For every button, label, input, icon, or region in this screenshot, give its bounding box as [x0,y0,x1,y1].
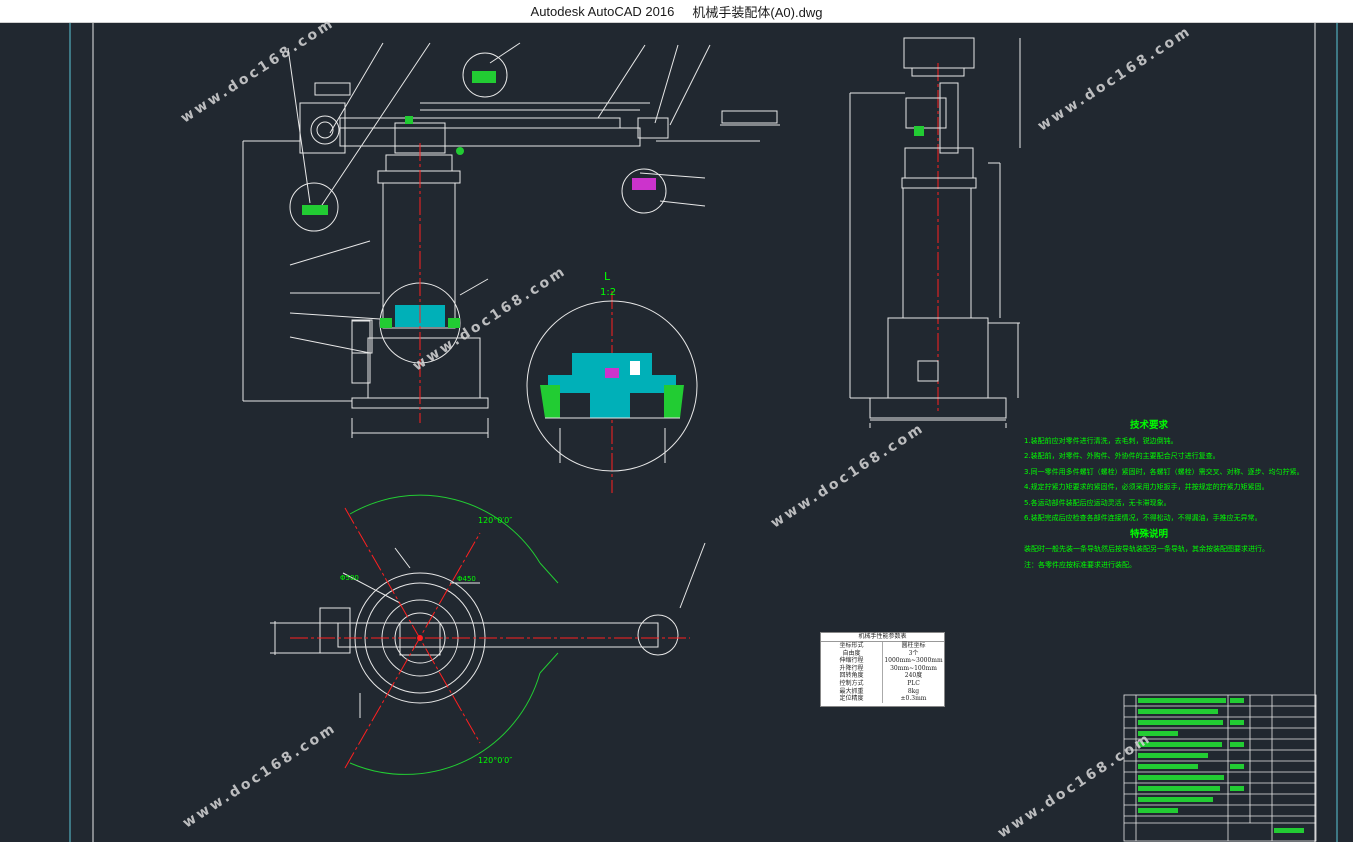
tech-item: 2.装配前，对零件、外购件、外协件的主要配合尺寸进行复查。 [1024,452,1220,460]
dim-phi-500: Φ500 [340,574,359,582]
table-cell: 定位精度 [821,695,883,703]
table-title: 机械手性能参数表 [821,633,944,642]
tech-item: 5.各运动部件装配后应运动灵活，无卡滞现象。 [1024,498,1171,507]
table-cell: 伸缩行程 [821,657,883,665]
tech-item: 1.装配前应对零件进行清洗，去毛刺，锐边倒钝。 [1024,436,1178,445]
bom-table [1123,694,1317,842]
table-cell: 最大抓重 [821,687,883,696]
table-cell: 控制方式 [821,679,883,688]
table-cell: 8kg [907,687,920,695]
section-scale: 1:2 [600,287,616,298]
cad-drawing: L 1:2 [69,23,1338,842]
table-cell: 坐标形式 [821,642,883,650]
section-detail-L [526,300,698,472]
table-row: 回转角度 240度 [821,672,944,680]
tech-item: 4.规定拧紧力矩要求的紧固件，必须采用力矩扳手，并按规定的拧紧力矩紧固。 [1024,483,1269,491]
tech-title: 技术要求 [1129,420,1168,431]
drawing-canvas[interactable]: L 1:2 [0,15,1353,842]
app-title: Autodesk AutoCAD 2016 [530,3,675,19]
tech-item: 6.装配完成后应检查各部件连接情况，不得松动，不得漏油，手推应无异常。 [1024,514,1262,522]
technical-requirements: 技术要求 1.装配前应对零件进行清洗，去毛刺，锐边倒钝。 2.装配前，对零件、外… [1024,418,1304,573]
dim-phi-450: Φ450 [457,575,476,583]
table-row: 定位精度 ±0.3mm [821,695,944,703]
file-name: 机械手装配体(A0).dwg [692,4,823,20]
front-view [242,42,780,438]
angle-bottom: 120°0′0″ [478,756,512,765]
special-item: 装配时一般先装一条导轨然后按导轨装配另一条导轨，其余按装配图要求进行。 [1024,545,1269,553]
tech-item: 3.同一零件用多件螺钉（螺栓）紧固时，各螺钉（螺栓）需交叉、对称、逐步、均匀拧紧… [1024,467,1304,476]
table-cell: 3个 [908,649,919,657]
angle-top: 120°0′0″ [478,516,512,525]
table-cell: 1000mm~3000mm [884,657,943,665]
table-cell: 圆柱坐标 [901,642,926,649]
window-title-bar: Autodesk AutoCAD 2016 机械手装配体(A0).dwg [0,0,1353,23]
special-item: 注：各零件应按标准要求进行装配。 [1024,560,1136,569]
special-title: 特殊说明 [1129,528,1168,540]
table-row: 升降行程 30mm~100mm [821,664,944,673]
table-cell: 升降行程 [821,664,883,673]
table-cell: 240度 [904,672,923,680]
side-view [849,37,1021,428]
table-cell: ±0.3mm [900,695,927,703]
table-row: 控制方式 PLC [821,679,944,688]
table-cell: 30mm~100mm [890,664,937,672]
table-row: 坐标形式 圆柱坐标 [821,642,944,650]
table-cell: 回转角度 [821,672,883,680]
table-cell: PLC [907,679,920,687]
table-row: 最大抓重 8kg [821,687,944,696]
section-label: L [604,270,611,283]
table-cell: 自由度 [821,649,883,658]
table-row: 自由度 3个 [821,649,944,658]
top-view [270,494,706,775]
